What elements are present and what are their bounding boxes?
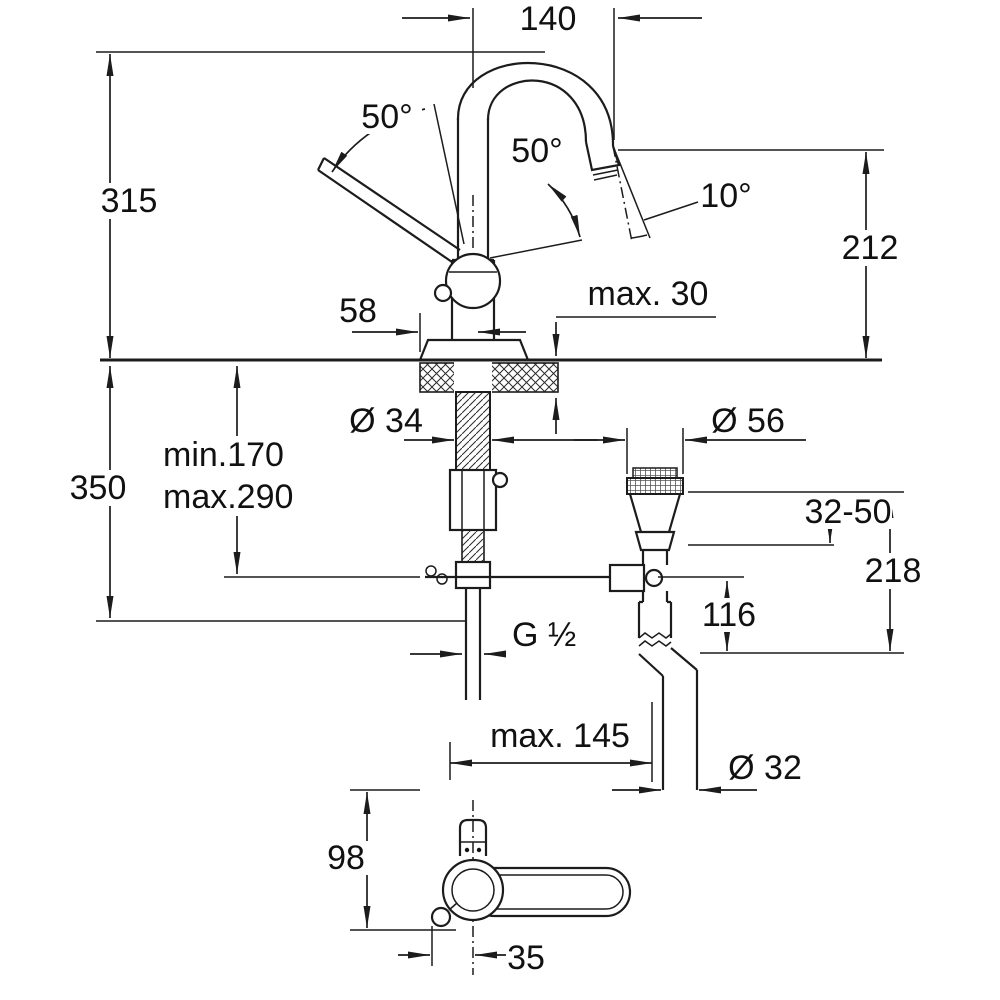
- dimension-labels: 140 50° 50° 10° 315 212 58 max. 30 Ø 34 …: [62, 0, 929, 977]
- mounting-screw: [491, 471, 509, 489]
- dim-below-deck-height-label: 350: [70, 469, 127, 507]
- threaded-rod: [461, 529, 485, 563]
- supply-pipe: [464, 588, 482, 700]
- dim-swivel-left-label: 50°: [361, 98, 412, 136]
- trap-elbow: [638, 647, 698, 677]
- waste-nut: [634, 530, 676, 552]
- lever-handle: [317, 157, 461, 263]
- spout-outer: [456, 61, 615, 147]
- dim-spout-reach-label: 140: [520, 0, 577, 38]
- faucet-side-view: [100, 61, 882, 393]
- outlet-angle-arc: [630, 234, 648, 239]
- waste-strainer-top: [632, 467, 678, 479]
- waste-pipe: [661, 670, 699, 790]
- dim-trap-offset-label: 116: [702, 596, 756, 634]
- dim-hole-diameter-label: Ø 34: [349, 402, 423, 440]
- dim-flange-adjust-label: 32-50: [805, 493, 892, 531]
- outlet-angle-line: [612, 145, 651, 239]
- break-line: [638, 632, 672, 639]
- top-view-body-inner: [451, 868, 495, 912]
- outlet-angle-leader: [643, 201, 699, 221]
- outlet-angle-vertical: [612, 145, 633, 243]
- dim-height-total-label: 315: [101, 182, 158, 220]
- dim-thread-label: G ½: [512, 616, 576, 654]
- tailpiece: [641, 550, 669, 602]
- hose-nut: [454, 560, 492, 590]
- waste-flange: [626, 477, 684, 495]
- dim-handle-offset-label: 58: [339, 292, 377, 330]
- side-knob: [433, 283, 453, 303]
- dim-swivel-right-label: 50°: [511, 132, 562, 170]
- dim-deck-thickness-label: max. 30: [588, 275, 709, 313]
- dim-flange-diameter-label: Ø 56: [711, 402, 785, 440]
- trap-body: [637, 600, 673, 638]
- dim-drain-distance-label: max. 145: [490, 717, 630, 755]
- dim-hose-max-label: max.290: [163, 478, 293, 516]
- below-deck-assembly: [425, 391, 664, 700]
- dim-drain-height-label: 218: [865, 552, 922, 590]
- dim-outlet-angle-label: 10°: [700, 177, 751, 215]
- rod-clevis: [425, 565, 437, 577]
- dim-knob-offset-label: 35: [507, 939, 545, 977]
- swivel-reference-right: [489, 239, 583, 259]
- rod-clamp: [608, 563, 646, 593]
- top-view-spout-stub: [458, 818, 488, 856]
- drain-assembly: [626, 467, 699, 790]
- dim-hose-min-label: min.170: [163, 436, 284, 474]
- base-plate: [418, 338, 530, 361]
- clamp-screw: [644, 568, 664, 588]
- dim-height-outlet-label: 212: [842, 229, 899, 267]
- aerator-lines: [592, 169, 619, 181]
- top-view-knob: [430, 906, 452, 928]
- waste-body: [628, 493, 682, 533]
- faucet-column: [456, 118, 490, 260]
- spout-outlet: [584, 141, 621, 172]
- mounting-bracket: [448, 468, 498, 532]
- swivel-arc-right: [547, 183, 581, 238]
- dim-handle-length-label: 98: [327, 839, 365, 877]
- faucet-top-view: [430, 800, 632, 975]
- swivel-reference-line: [433, 103, 465, 245]
- cartridge-sphere: [444, 252, 502, 310]
- spout-inner: [486, 79, 588, 143]
- dim-waste-diameter-label: Ø 32: [728, 749, 802, 787]
- threaded-shank: [455, 391, 491, 471]
